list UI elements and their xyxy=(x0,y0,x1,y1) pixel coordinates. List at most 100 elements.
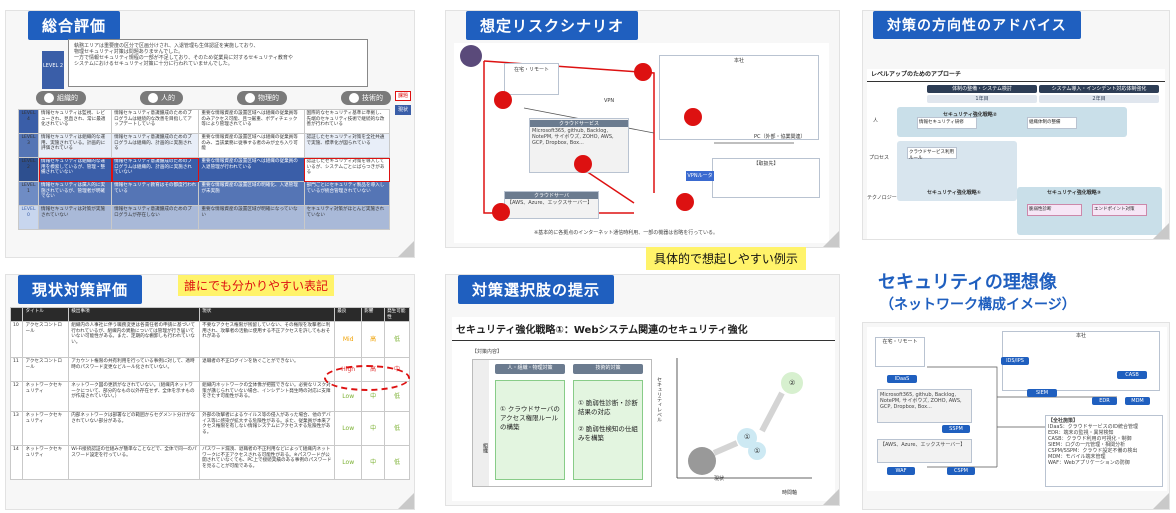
strategy-band: セキュリティ強化戦略① xyxy=(897,141,1017,201)
measure-item: ① 脆弱性診断・診断結果の対応 xyxy=(578,399,638,416)
row-impact: 高 xyxy=(361,321,386,359)
level-label: LEVEL 3 xyxy=(18,133,39,158)
step-label: ① xyxy=(754,447,761,455)
row-status: 外部の攻撃者によるウイルス等の侵入があった場合、他のデバイス等に感染が拡大する危… xyxy=(199,411,336,447)
roadmap-item: 脆弱性診断 xyxy=(1027,204,1082,216)
glossary-item: WAF：Webアプリケーションの防御 xyxy=(1048,460,1130,466)
level-cell: 情報セキュリティ意識醸成のためのプログラムは継続的な改善を目指してアップデートし… xyxy=(111,109,200,134)
level-cell-issue: 情報セキュリティは組織的な運用を模索しているが、管理・整備されていない xyxy=(37,157,113,182)
ideal-waf: WAF xyxy=(887,467,915,475)
remote-zone: 在宅・リモート xyxy=(504,63,559,95)
callout-line: システムにおけるセキュリティ対策に十分に行われていませんでした。 xyxy=(74,61,233,67)
strategy-label: セキュリティ強化戦略② xyxy=(943,112,997,118)
ideal-casb: CASB xyxy=(1117,371,1147,379)
glossary-item: EDR：端末の監視・異常検知 xyxy=(1048,430,1114,436)
level-cell: 情報セキュリティは属人的に実施されているが、管理者が明確でない xyxy=(37,181,113,206)
panel-title: 想定リスクシナリオ xyxy=(466,11,639,40)
measures-box: 組織 人・組織・物理対策 技術的対策 ① クラウドサーバのアクセス権限ルールの構… xyxy=(472,359,652,487)
row-no: 10 xyxy=(9,321,24,359)
page-curl xyxy=(1153,493,1169,509)
row-likelihood: 低 xyxy=(384,411,410,447)
ideal-cloud-server: 【AWS、Azure、エックスサーバー】 xyxy=(877,439,972,463)
measure-box-left: ① クラウドサーバのアクセス権限ルールの構築 xyxy=(495,380,565,480)
level-cell: 重要な情報資産の設置区域へは組織の従業員の入退管理が行われている xyxy=(198,157,305,182)
panel-direction-advice: 対策の方向性のアドバイス レベルアップのためのアプローチ 体制の整備・システム検… xyxy=(862,10,1170,240)
category-physical: 物理的 xyxy=(237,91,287,105)
threat-badge xyxy=(494,91,512,109)
building-icon xyxy=(245,93,255,103)
panel-options: 対策選択肢の提示 セキュリティ強化戦略①：Webシステム関連のセキュリティ強化 … xyxy=(445,274,840,506)
cloud-services-zone: クラウドサービス Microsoft365, github, Backlog, … xyxy=(529,118,629,173)
level-cell: 重要な情報資産の設置区域が明確になっていない xyxy=(198,205,305,230)
measure-box-right: ① 脆弱性診断・診断結果の対応 ② 脆弱性検知の仕組みを構築 xyxy=(573,380,643,480)
level-label: LEVEL 2 xyxy=(18,157,39,182)
category-label: 物理的 xyxy=(258,94,279,102)
col-header: 検出事項 xyxy=(68,306,201,323)
level-cell-issue: 情報セキュリティ意識醸成のためのプログラムは組織的、計画的に実施されていない xyxy=(111,157,200,182)
row-title: ネットワークセキュリティ xyxy=(22,381,70,413)
threat-badge xyxy=(634,63,652,81)
ideal-cloud-services: Microsoft365, github, Backlog, NotePM, サ… xyxy=(877,389,972,423)
page-curl xyxy=(1153,223,1169,239)
year-1: 1年目 xyxy=(927,95,1037,103)
axis-process: プロセス xyxy=(869,155,890,161)
vpn-router: VPNルータ xyxy=(686,171,714,181)
glossary-item: CASB：クラウド利用の可視化・制御 xyxy=(1048,436,1132,442)
tech-icon xyxy=(349,93,359,103)
row-likelihood: 低 xyxy=(384,445,410,481)
node-label: 本社 xyxy=(1075,333,1086,339)
level-row: LEVEL 2 情報セキュリティは組織的な運用を模索しているが、管理・整備されて… xyxy=(18,157,391,182)
row-no: 13 xyxy=(9,411,24,447)
glossary-title: 【全社施策】 xyxy=(1048,418,1079,424)
step-circle xyxy=(781,372,803,394)
row-risk: Low xyxy=(334,445,363,481)
panel-current-measures: 現状対策評価 誰にでも分かりやすい表記 タイトル 検出事項 現状 最良 影響 発… xyxy=(5,274,415,510)
node-label: 在宅・リモート xyxy=(513,67,549,73)
node-label: 本社 xyxy=(733,58,744,64)
table-row: 10 アクセスコントロール 組織内の人事社に伴う職務変更は各責任者の申請に基づい… xyxy=(9,321,410,359)
row-title: アクセスコントロール xyxy=(22,357,70,383)
roadmap-slide: レベルアップのためのアプローチ 体制の整備・システム検討 システム導入・インシデ… xyxy=(867,69,1165,239)
level-cell: 部門ごとにセキュリティ製品を導入しているが統合管理されていない xyxy=(303,181,391,206)
threat-badge xyxy=(492,203,510,221)
roadmap-item: エンドポイント対策 xyxy=(1092,204,1147,216)
high-risk-highlight xyxy=(324,365,410,391)
legend-issue: 課題 xyxy=(395,91,411,101)
cloud-service-list: Microsoft365, github, Backlog, NotePM, サ… xyxy=(532,128,614,146)
level-cell: 重要な情報資産の設置区域へは組織の従業員等のみアクセス可能、且つ厳重、ボディチェ… xyxy=(198,109,305,134)
hq-zone: 本社 xyxy=(659,55,819,140)
current-label: 現状 xyxy=(714,476,725,482)
table-header: タイトル 検出事項 現状 最良 影響 発生可能性 xyxy=(9,306,410,323)
row-title: ネットワークセキュリティ xyxy=(22,445,70,481)
maturity-grid: LEVEL 4 情報セキュリティは監視、レビューされ、見直され、常に最適化されて… xyxy=(18,109,391,230)
people-icon xyxy=(148,93,158,103)
panel-title: 対策の方向性のアドバイス xyxy=(873,11,1081,39)
ideal-cspm: CSPM xyxy=(947,467,975,475)
row-no: 12 xyxy=(9,381,24,413)
node-label: 在宅・リモート xyxy=(882,339,918,345)
ideal-network-lines xyxy=(927,366,1117,468)
phase-1: 体制の整備・システム検討 xyxy=(927,85,1037,93)
col-header-left: 人・組織・物理対策 xyxy=(495,364,565,374)
row-finding: ネットワーク図の更新がなされていない。（組織内ネットワークについて、部分的なもの… xyxy=(68,381,201,413)
category-human: 人的 xyxy=(140,91,183,105)
row-title: ネットワークセキュリティ xyxy=(22,411,70,447)
ideal-siem: SIEM xyxy=(1027,389,1057,397)
ideal-title-line2: （ネットワーク構成イメージ） xyxy=(880,297,1076,313)
roadmap-item: 組織体制の整備 xyxy=(1027,117,1077,129)
callout-line: 物理セキュリティ対策は問題ありませんでした。 xyxy=(74,49,184,55)
cloud-server-zone: クラウドサーバ 【AWS、Azure、エックスサーバー】 xyxy=(504,191,599,219)
level-cell: 情報セキュリティは対策が実施されていない xyxy=(37,205,113,230)
row-risk: Mid xyxy=(334,321,363,359)
row-risk: Low xyxy=(334,411,363,447)
step-circle xyxy=(737,428,757,448)
level-cell: 認証したセキュリティ対策を全社共通で実施、標準化が図られている xyxy=(303,133,391,158)
step-circle xyxy=(748,442,766,460)
col-header-right: 技術的対策 xyxy=(573,364,643,374)
category-label: 技術的 xyxy=(362,94,383,102)
level-cell-issue: 認証したセキュリティ対策を導入しているが、システムごとにばらつきがある xyxy=(303,157,391,182)
callout-line: 執務エリアは重要度の区分で区画分けされ、入退管理も生体認証を実施しており、 xyxy=(74,43,259,49)
category-organizational: 組織的 xyxy=(36,91,86,105)
roadmap-item: クラウドサービス利用ルール xyxy=(907,147,957,161)
panel-risk-scenario: 想定リスクシナリオ 在宅・リモート 本社 クラウドサービス Microsoft3… xyxy=(445,10,840,248)
